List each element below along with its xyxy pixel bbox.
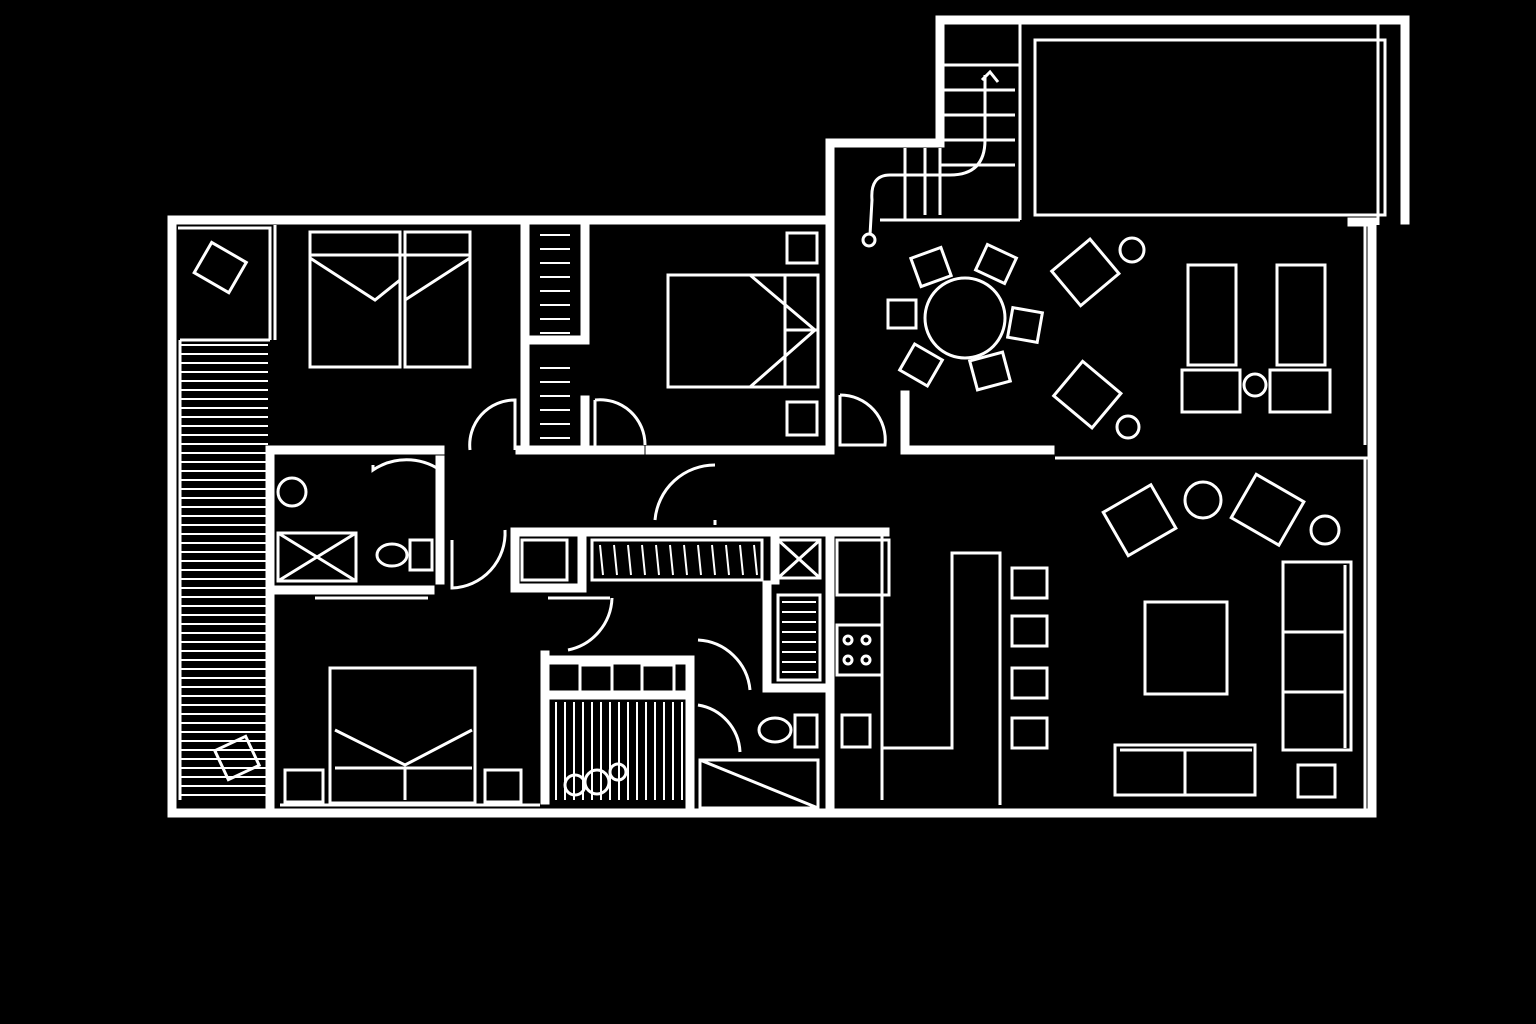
kitchen [835,535,1049,805]
sofa [1281,560,1353,752]
hanger [641,544,646,576]
hanger [655,544,660,576]
lounge-chair [1051,359,1124,431]
sun-lounger [1275,263,1327,367]
hanger [711,544,716,576]
balcony-chair [192,240,249,295]
nightstand [283,768,325,804]
closet-hangers [540,234,570,439]
bedroom-3-furniture [283,666,523,805]
hanger [599,544,604,576]
lounge-chair [1049,236,1122,308]
hanger [697,544,702,576]
hanger [613,544,618,576]
toilet [793,713,819,749]
walls [167,15,1410,818]
toilet [408,538,434,572]
bedroom-master-furniture [666,231,820,437]
hall-storage [520,538,822,682]
sun-lounger [1186,263,1238,367]
hanger [669,544,674,576]
bed [403,230,472,369]
nightstand [483,768,523,804]
bathroom-2-fixtures [555,663,820,810]
deck-slats [180,344,268,796]
hanger [683,544,688,576]
shower [698,758,820,810]
stove [835,623,884,677]
hanger [753,544,758,576]
hanger [627,544,632,576]
balcony-deck [178,240,270,800]
bed [328,666,477,805]
terrace-furniture [838,236,1332,447]
stairs [861,69,1000,248]
coffee-table [1143,600,1229,696]
nightstand [785,400,819,437]
armchair [1101,482,1178,558]
thin-walls-windows [178,18,1387,812]
dining-table [923,276,1007,360]
nightstand [785,231,819,265]
hanger [725,544,730,576]
hanger [739,544,744,576]
living-room-furniture [1101,472,1353,799]
sink [276,476,308,508]
bed [308,230,402,369]
bedroom-twin-furniture [308,230,570,439]
armchair [1229,472,1306,548]
balcony-chair [212,734,262,782]
bathroom-1-fixtures [276,458,507,590]
shower [276,531,358,583]
doors [468,398,752,753]
